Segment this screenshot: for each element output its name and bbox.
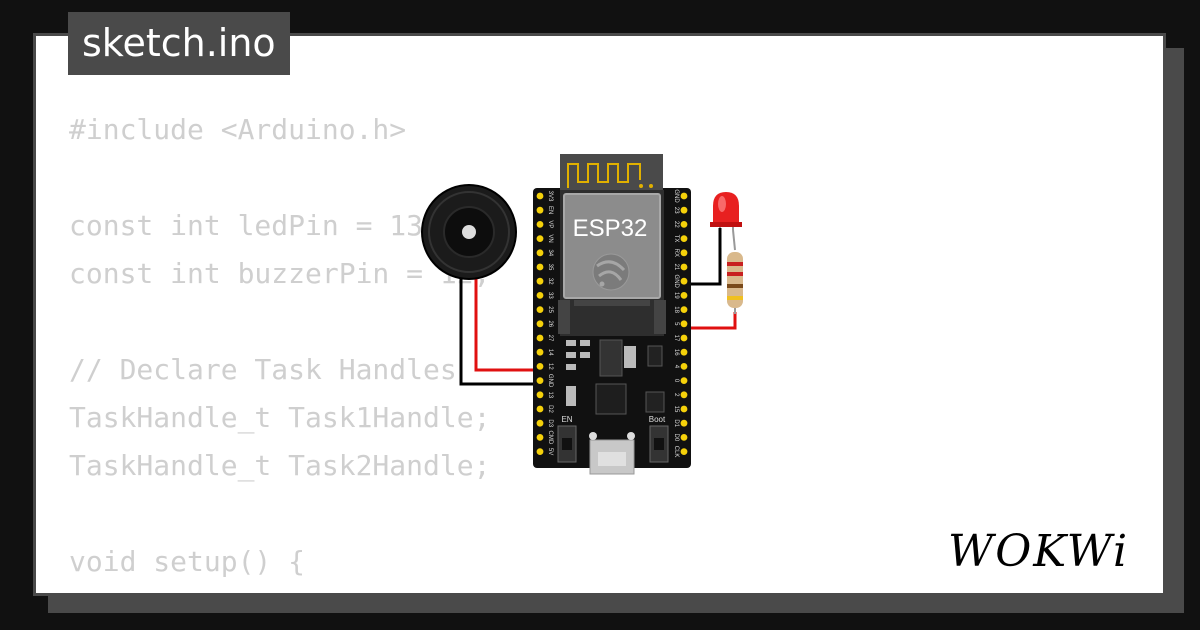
pin-left-15[interactable]	[536, 405, 544, 413]
pin-label-left-18: 5V	[547, 448, 553, 455]
pin-label-right-16: D1	[673, 419, 679, 427]
code-line-7: TaskHandle_t Task1Handle;	[69, 401, 491, 434]
pin-left-10[interactable]	[536, 334, 544, 342]
esp32-board[interactable]: ESP32 EN Boot	[533, 154, 691, 475]
pin-right-14[interactable]	[680, 391, 688, 399]
pin-right-15[interactable]	[680, 405, 688, 413]
pin-right-16[interactable]	[680, 419, 688, 427]
pin-label-left-11: 14	[547, 349, 553, 356]
pin-right-8[interactable]	[680, 306, 688, 313]
pin-right-1[interactable]	[680, 206, 688, 214]
code-line-6: // Declare Task Handles	[69, 353, 457, 386]
pin-label-left-0: 3V3	[547, 191, 553, 202]
pin-label-right-14: 2	[673, 393, 679, 397]
pin-label-right-0: GND	[673, 189, 679, 203]
pin-label-left-16: D3	[547, 419, 553, 427]
red-led[interactable]	[710, 192, 742, 230]
pin-left-12[interactable]	[536, 363, 544, 370]
pin-label-right-8: 18	[673, 306, 679, 313]
buzzer-red-wire	[474, 272, 540, 372]
pin-label-right-11: 16	[673, 349, 679, 356]
en-button-label: EN	[561, 415, 572, 424]
pin-label-right-12: 4	[673, 365, 679, 369]
buzzer[interactable]	[421, 184, 517, 280]
pin-right-18[interactable]	[680, 448, 688, 455]
pin-label-left-14: 13	[547, 391, 553, 398]
pin-label-left-13: GND	[547, 374, 553, 388]
file-tab[interactable]: sketch.ino	[68, 12, 290, 75]
pin-left-17[interactable]	[536, 434, 544, 441]
pin-left-2[interactable]	[536, 221, 544, 228]
pin-right-7[interactable]	[680, 292, 688, 299]
pin-left-6[interactable]	[536, 277, 544, 285]
code-line-10: void setup() {	[69, 545, 306, 578]
pin-right-12[interactable]	[680, 363, 688, 370]
pin-right-9[interactable]	[680, 320, 688, 328]
pin-label-right-6: GND	[673, 275, 679, 289]
pin-labels: 3V3ENVPVN343532332526271412GND13D2D3CMD5…	[547, 189, 679, 457]
pin-right-10[interactable]	[680, 334, 688, 342]
pin-label-right-4: RX	[673, 249, 679, 257]
pin-label-right-13: 0	[673, 379, 679, 383]
board-label: ESP32	[573, 215, 648, 242]
pin-label-left-15: D2	[547, 405, 553, 413]
pin-left-4[interactable]	[536, 249, 544, 257]
code-line-8: TaskHandle_t Task2Handle;	[69, 449, 491, 482]
pin-right-3[interactable]	[680, 235, 688, 243]
pin-label-left-12: 12	[547, 363, 553, 370]
pin-label-right-10: 17	[673, 335, 679, 342]
pin-label-left-10: 27	[547, 335, 553, 342]
wokwi-logo-text: WOKWi	[948, 526, 1129, 577]
pin-label-left-6: 32	[547, 278, 553, 285]
pin-label-left-2: VP	[547, 220, 553, 228]
pin-right-13[interactable]	[680, 377, 688, 384]
pin-label-left-1: EN	[547, 206, 553, 214]
pin-left-8[interactable]	[536, 306, 544, 313]
pin-label-right-3: TX	[673, 235, 679, 243]
pin-right-17[interactable]	[680, 434, 688, 441]
boot-button-label: Boot	[649, 415, 666, 424]
pin-right-0[interactable]	[680, 192, 688, 200]
pin-label-right-7: 19	[673, 292, 679, 299]
pin-right-4[interactable]	[680, 249, 688, 257]
pin-left-16[interactable]	[536, 419, 544, 427]
pin-headers	[536, 192, 688, 455]
pin-label-right-2: 22	[673, 221, 679, 228]
pin-left-11[interactable]	[536, 348, 544, 356]
pin-right-11[interactable]	[680, 348, 688, 356]
pin-left-18[interactable]	[536, 448, 544, 455]
pin-label-left-8: 25	[547, 306, 553, 313]
pin-label-left-4: 34	[547, 249, 553, 256]
pin-left-9[interactable]	[536, 320, 544, 328]
pin-left-5[interactable]	[536, 263, 544, 271]
led-black-wire	[684, 228, 722, 286]
pin-label-right-18: CLK	[673, 446, 679, 458]
pin-label-right-15: 15	[673, 406, 679, 413]
pin-left-14[interactable]	[536, 391, 544, 399]
code-line-1: #include <Arduino.h>	[69, 113, 407, 146]
pin-left-3[interactable]	[536, 235, 544, 243]
resistor[interactable]	[727, 229, 743, 314]
wokwi-logo: WOKWi	[948, 526, 1129, 577]
pin-left-7[interactable]	[536, 292, 544, 299]
pin-label-right-5: 21	[673, 264, 679, 271]
resistor-red-wire	[684, 312, 737, 330]
pin-label-left-5: 35	[547, 264, 553, 271]
pin-left-1[interactable]	[536, 206, 544, 214]
buzzer-black-wire	[459, 272, 540, 386]
espressif-logo-icon	[592, 253, 630, 291]
pin-left-13[interactable]	[536, 377, 544, 384]
pin-label-right-1: 23	[673, 207, 679, 214]
pin-label-left-3: VN	[547, 234, 553, 242]
pin-label-left-7: 33	[547, 292, 553, 299]
pin-right-6[interactable]	[680, 277, 688, 285]
pin-right-2[interactable]	[680, 221, 688, 228]
pin-left-0[interactable]	[536, 192, 544, 200]
pin-label-left-9: 26	[547, 320, 553, 327]
pin-right-5[interactable]	[680, 263, 688, 271]
pin-label-right-9: 5	[673, 322, 679, 326]
pin-label-right-17: D0	[673, 434, 679, 442]
pin-label-left-17: CMD	[547, 431, 553, 445]
